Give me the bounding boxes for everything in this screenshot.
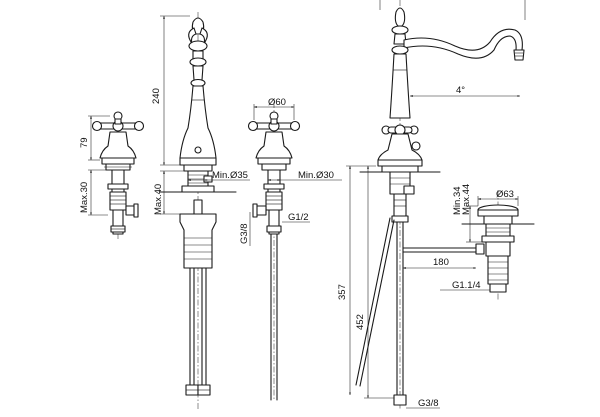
label-79: 79 [79, 137, 90, 148]
left-handle-view: 79 Max.30 [79, 111, 145, 240]
right-cross-handle [247, 111, 301, 132]
label-357: 357 [337, 284, 348, 300]
dimension-g38-mid: G3/8 [239, 212, 251, 246]
left-valve-body [99, 131, 137, 159]
dimension-min30: Min.Ø30 [268, 170, 342, 181]
label-g12: G1/2 [288, 212, 309, 223]
dimension-g114: G1.1/4 [440, 280, 490, 291]
label-g114: G1.1/4 [452, 280, 481, 291]
side-spout [389, 7, 525, 119]
dimension-dia63: Ø63 [477, 189, 519, 206]
label-max44: Max.44 [461, 184, 472, 215]
dimension-180: 180 [403, 257, 476, 269]
dimension-452: 452 [355, 166, 394, 399]
dimension-4deg: 4° [379, 0, 526, 97]
label-max30: Max.30 [79, 182, 90, 213]
label-240: 240 [151, 88, 162, 104]
dimension-240: 240 [151, 15, 190, 166]
label-g38-mid: G3/8 [239, 223, 250, 244]
label-4deg: 4° [456, 85, 465, 96]
right-handle-view: Ø60 Min.Ø30 G1/2 [239, 97, 342, 401]
label-dia63: Ø63 [496, 189, 514, 200]
label-max40: Max.40 [153, 184, 164, 215]
label-min34: Min.34 [452, 186, 463, 215]
center-spout-view: 240 Max.40 Min.Ø35 [151, 12, 250, 410]
label-min35: Min.Ø35 [212, 170, 248, 181]
left-cross-handle [91, 111, 145, 132]
center-spout-top [188, 17, 208, 88]
dimension-max30: Max.30 [79, 169, 110, 216]
dimension-dia60: Ø60 [253, 97, 295, 120]
side-elevation-view: 4° 357 452 180 G3/8 [337, 0, 526, 410]
label-452: 452 [355, 314, 366, 330]
dimension-min35: Min.Ø35 [188, 170, 250, 181]
label-dia60: Ø60 [268, 97, 286, 108]
label-min30: Min.Ø30 [298, 170, 334, 181]
dimension-min34-max44: Min.34 Max.44 [452, 184, 482, 243]
dimension-357: 357 [337, 165, 376, 395]
label-180: 180 [433, 257, 449, 268]
dimension-g12: G1/2 [282, 212, 310, 223]
dimension-max40: Max.40 [153, 170, 184, 215]
drain-view: Ø63 Min.34 Max.44 G1.1/4 [440, 184, 535, 300]
dimension-79: 79 [79, 115, 110, 161]
dimension-g38-bottom: G3/8 [406, 398, 440, 409]
side-handle [381, 124, 419, 136]
label-g38-bottom: G3/8 [418, 398, 439, 409]
